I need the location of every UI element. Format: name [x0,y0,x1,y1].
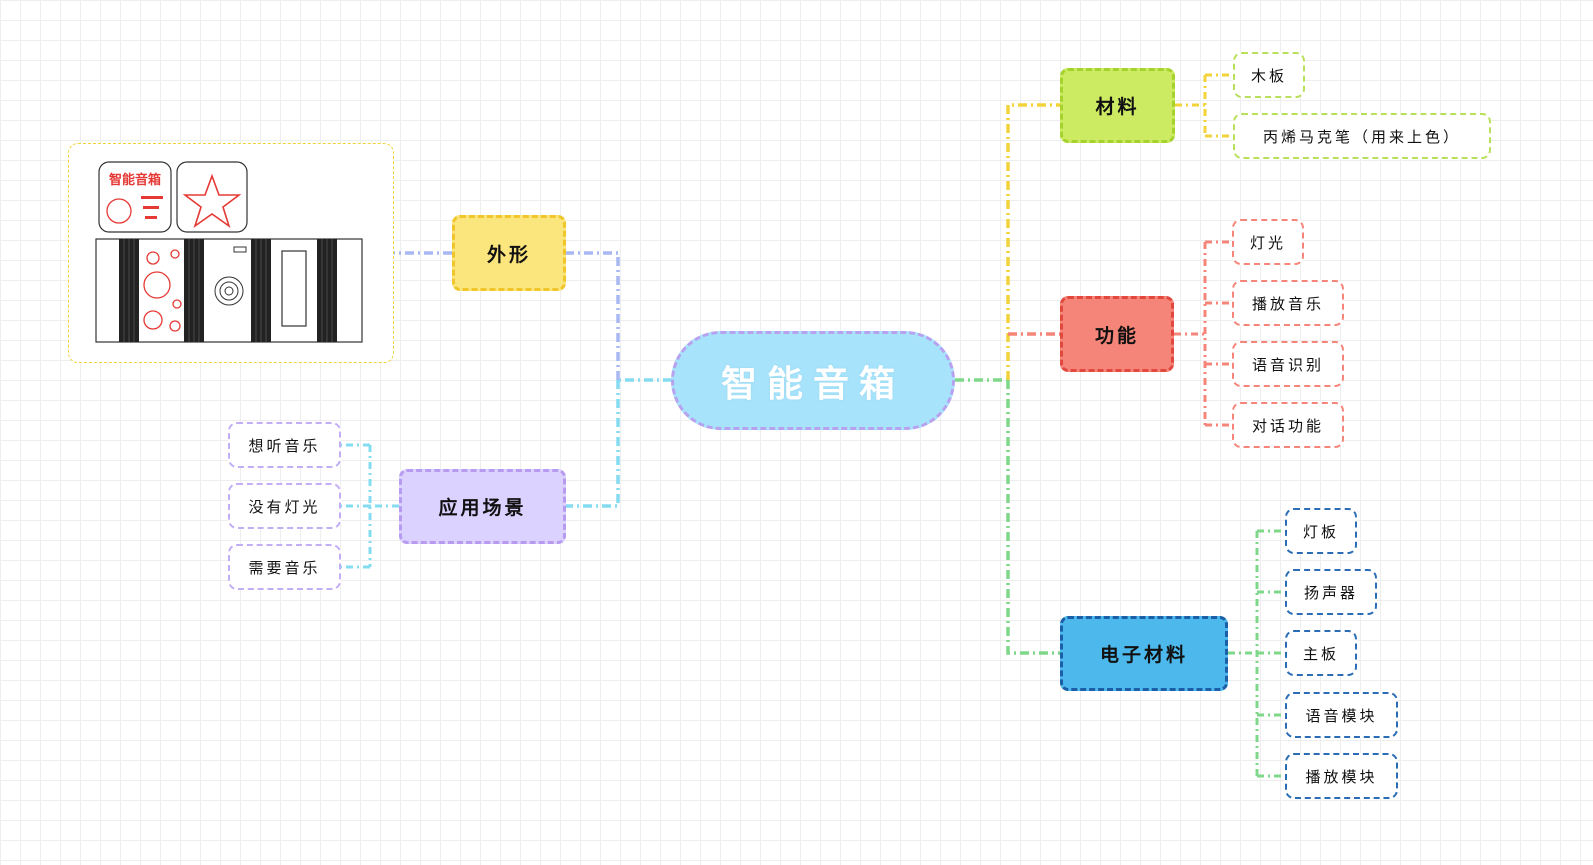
leaf-label: 播放音乐 [1251,294,1324,313]
leaf-label: 播放模块 [1305,767,1378,786]
branch-function[interactable]: 功能 [1060,296,1174,372]
branch-scenario[interactable]: 应用场景 [399,469,566,544]
function-leaf-3[interactable]: 语音识别 [1232,341,1344,387]
branch-appearance-label: 外形 [486,243,531,266]
connector-scenario-leaves [341,443,399,569]
bulb-icon [106,198,132,224]
leaf-label: 灯板 [1302,522,1339,541]
electronics-leaf-2[interactable]: 扬声器 [1285,569,1377,615]
connector-material-leaves [1175,73,1233,138]
connector-material [1006,103,1060,380]
speaker-grille-icon [214,276,244,306]
scenario-leaf-2[interactable]: 没有灯光 [228,483,341,529]
box-print-title: 智能音箱 [109,172,161,188]
material-leaf-2[interactable]: 丙烯马克笔（用来上色） [1233,113,1491,159]
branch-material[interactable]: 材料 [1060,68,1175,143]
appearance-image[interactable]: 智能音箱 [68,143,394,363]
leaf-label: 木板 [1250,66,1287,85]
center-label: 智能音箱 [720,363,905,405]
branch-appearance[interactable]: 外形 [452,215,566,291]
leaf-label: 语音识别 [1251,355,1324,374]
electronics-leaf-5[interactable]: 播放模块 [1285,753,1398,799]
branch-electronics-label: 电子材料 [1099,644,1188,666]
branch-function-label: 功能 [1094,324,1139,347]
electronics-leaf-3[interactable]: 主板 [1285,630,1357,676]
connector-function-leaves [1174,240,1232,427]
electronics-leaf-4[interactable]: 语音模块 [1285,692,1398,738]
leaf-label: 主板 [1302,644,1339,663]
leaf-label: 扬声器 [1303,583,1358,602]
leaf-label: 灯光 [1249,233,1286,252]
scenario-leaf-1[interactable]: 想听音乐 [228,422,341,468]
connector-scenario [566,380,620,508]
leaf-label: 需要音乐 [248,558,321,577]
connector-appearance [566,251,620,380]
function-leaf-1[interactable]: 灯光 [1232,219,1304,265]
function-leaf-4[interactable]: 对话功能 [1232,402,1344,448]
electronics-leaf-1[interactable]: 灯板 [1285,508,1357,554]
scenario-leaf-3[interactable]: 需要音乐 [228,544,341,590]
leaf-label: 丙烯马克笔（用来上色） [1262,127,1461,146]
speaker-box-drawing: 智能音箱 [95,161,363,343]
material-leaf-1[interactable]: 木板 [1233,52,1305,98]
speaker-circles [143,249,182,332]
function-leaf-2[interactable]: 播放音乐 [1232,280,1344,326]
star-icon [182,173,242,229]
branch-material-label: 材料 [1095,96,1140,118]
connector-electronics [1006,380,1060,655]
connector-electronics-leaves [1228,529,1285,778]
center-node[interactable]: 智能音箱 [671,331,955,430]
leaf-label: 没有灯光 [248,497,321,516]
branch-electronics[interactable]: 电子材料 [1060,616,1228,691]
leaf-label: 对话功能 [1251,416,1324,435]
branch-scenario-label: 应用场景 [438,497,527,519]
leaf-label: 语音模块 [1305,706,1378,725]
leaf-label: 想听音乐 [248,436,321,455]
